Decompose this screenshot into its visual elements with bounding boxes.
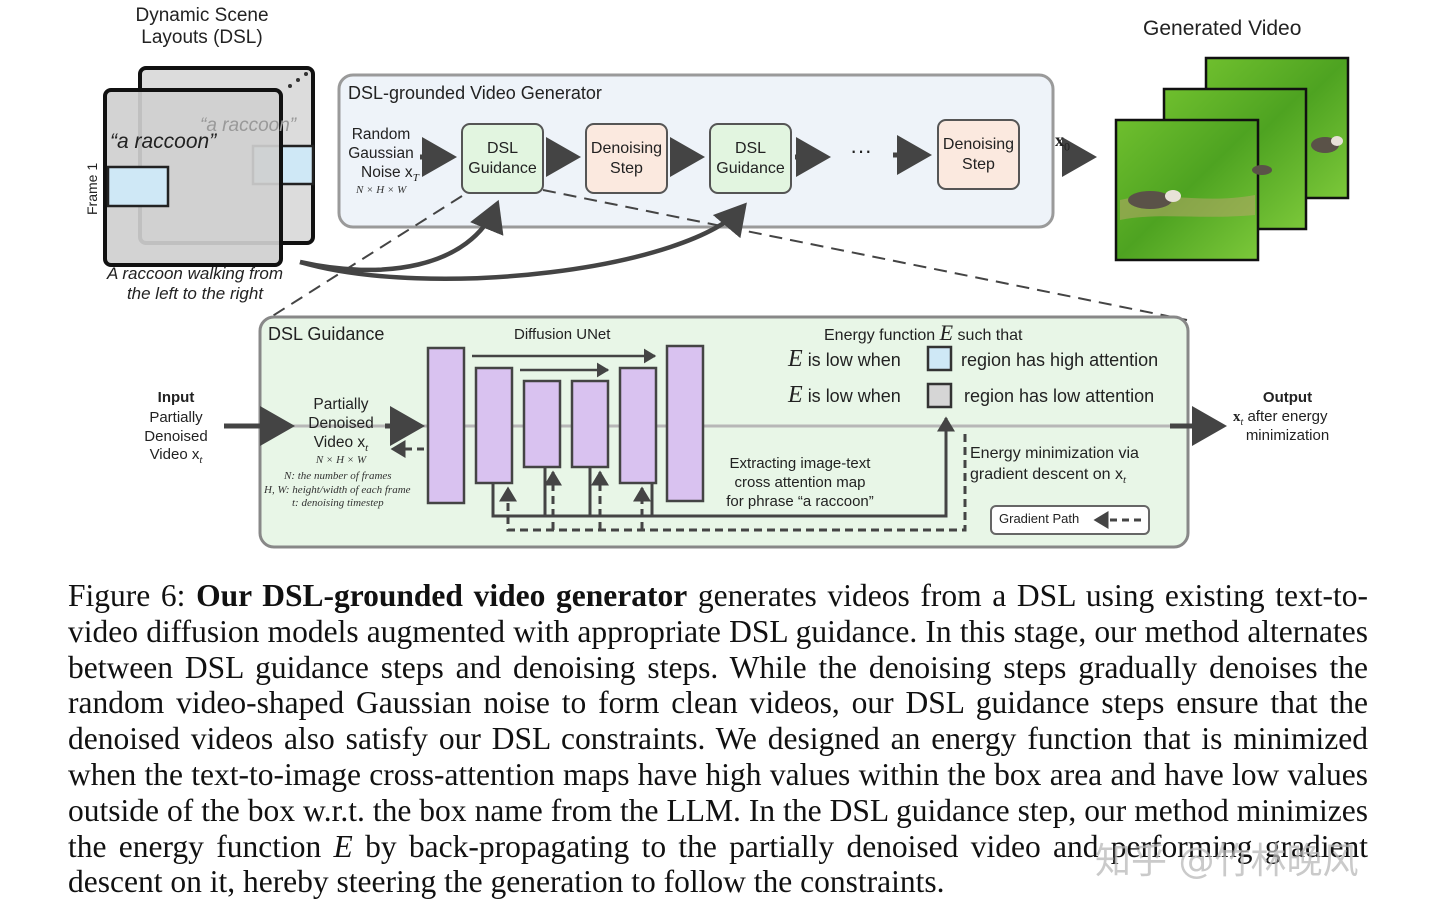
step-box-1 bbox=[461, 123, 544, 194]
output-title: Output bbox=[1262, 389, 1313, 406]
note-1: N: the number of frames bbox=[284, 470, 392, 482]
diagram-graphics bbox=[103, 56, 1350, 549]
guidance-title: DSL Guidance bbox=[268, 324, 385, 344]
mid-line-2: Denoised bbox=[308, 415, 374, 432]
generator-arrows bbox=[420, 135, 1097, 177]
gradient-path bbox=[499, 434, 967, 532]
caption-symbol: E bbox=[333, 828, 353, 864]
energy-row-2-right: region has low attention bbox=[964, 386, 1155, 406]
watermark: 知乎 @竹林晚风 bbox=[1095, 841, 1359, 882]
zoom-lines bbox=[262, 189, 1188, 323]
step-box-2 bbox=[585, 123, 668, 194]
high-attention-swatch bbox=[926, 345, 953, 372]
step-box-3 bbox=[709, 123, 792, 194]
gradient-path-legend bbox=[990, 505, 1150, 535]
generated-video-frames bbox=[1114, 56, 1350, 262]
input-title: Input bbox=[157, 389, 195, 406]
gradient-path-label: Gradient Path bbox=[999, 511, 1080, 526]
mid-line-1: Partially bbox=[313, 396, 369, 413]
noise-dims: N × H × W bbox=[356, 184, 407, 196]
energy-row-1-right: region has high attention bbox=[961, 350, 1159, 370]
noise-label-1: Random bbox=[351, 126, 411, 143]
generated-video-title: Generated Video bbox=[1143, 17, 1302, 40]
unet-skip-arrows bbox=[472, 348, 657, 378]
caption-text-1: generates videos from a DSL using existi… bbox=[68, 578, 1368, 864]
energy-row-1-left: E is low when bbox=[788, 346, 901, 372]
minimize-line-1: Energy minimization via bbox=[970, 445, 1139, 462]
energy-title: Energy function E such that bbox=[824, 320, 1023, 345]
minimize-line-2: gradient descent on xt bbox=[970, 466, 1127, 487]
note-2: H, W: height/width of each frame bbox=[264, 484, 411, 496]
extract-line-1: Extracting image-text bbox=[729, 455, 871, 472]
figure-caption: Figure 6: Our DSL-grounded video generat… bbox=[68, 578, 1368, 900]
dsl-frame-label: Frame 1 bbox=[84, 162, 100, 215]
step-box-4 bbox=[937, 119, 1020, 190]
output-line-1: xt after energy bbox=[1233, 408, 1328, 428]
noise-label-3: Noise xT bbox=[361, 164, 419, 185]
figure-diagram: Dynamic Scene Layouts (DSL) “a raccoon” … bbox=[84, 5, 1350, 549]
mid-line-3: Video xt bbox=[313, 434, 369, 455]
noise-label-2: Gaussian bbox=[348, 145, 414, 162]
dsl-prompt-line-2: the left to the right bbox=[126, 284, 264, 303]
mid-dims: N × H × W bbox=[315, 454, 367, 466]
energy-row-2-left: E is low when bbox=[788, 382, 901, 408]
note-3: t: denoising timestep bbox=[292, 497, 384, 509]
dsl-prompt-line-1: A raccoon walking from bbox=[106, 264, 284, 283]
output-line-2: minimization bbox=[1245, 427, 1330, 444]
step-label-1: DSL Guidance bbox=[468, 140, 537, 177]
input-line-2: Denoised bbox=[144, 428, 208, 445]
dsl-object-phrase: “a raccoon” bbox=[110, 130, 217, 153]
caption-text-2: by back-propagating to the partially den… bbox=[68, 828, 1369, 900]
extract-line-3: for phrase “a raccoon” bbox=[726, 493, 874, 510]
steps-ellipsis: ··· bbox=[850, 138, 872, 163]
caption-bold: Our DSL-grounded video generator bbox=[196, 578, 688, 613]
low-attention-swatch bbox=[926, 382, 953, 409]
generator-output-symbol: x0 bbox=[1055, 130, 1070, 154]
dsl-title: Dynamic Scene Layouts (DSL) bbox=[135, 5, 269, 48]
caption-label: Figure 6: bbox=[68, 578, 186, 613]
dsl-frame-front bbox=[103, 88, 283, 267]
step-label-2: Denoising Step bbox=[590, 140, 663, 177]
input-line-1: Partially bbox=[149, 409, 203, 426]
input-line-3: Video xt bbox=[149, 446, 203, 466]
step-label-4: Denoising Step bbox=[942, 136, 1015, 173]
unet-label: Diffusion UNet bbox=[514, 326, 611, 343]
extract-line-2: cross attention map bbox=[734, 474, 866, 491]
step-label-3: DSL Guidance bbox=[716, 140, 785, 177]
generator-title: DSL-grounded Video Generator bbox=[348, 83, 602, 103]
dsl-feed-arrows bbox=[299, 199, 747, 281]
dsl-object-phrase-back: “a raccoon” bbox=[200, 115, 297, 136]
